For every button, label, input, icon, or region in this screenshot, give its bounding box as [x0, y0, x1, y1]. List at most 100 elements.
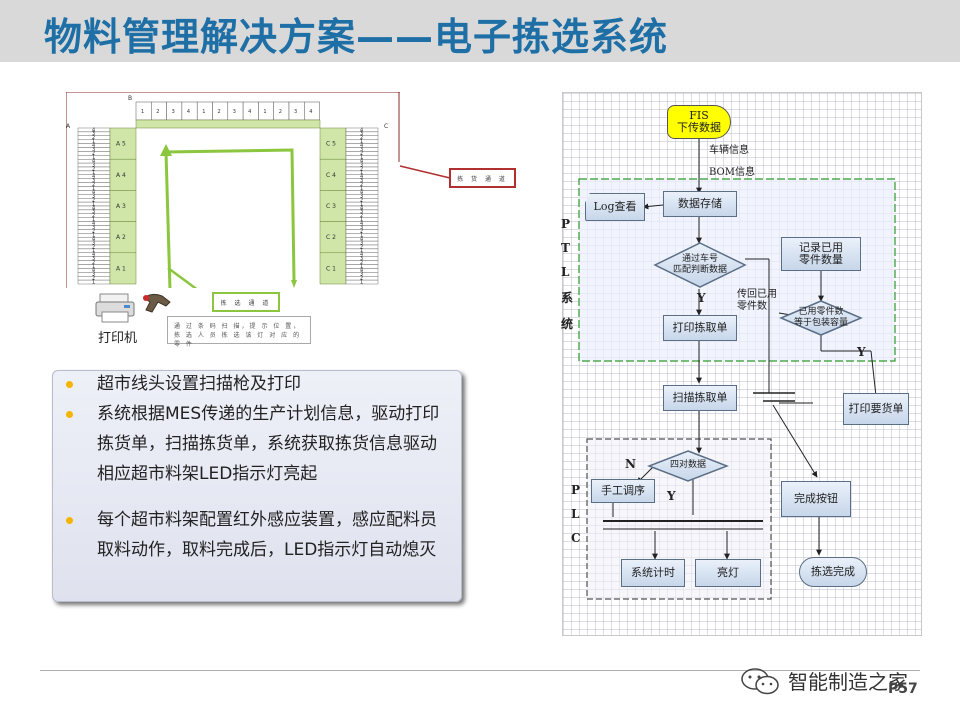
c-slot-number: 3: [360, 256, 363, 262]
c-slot-number: 4: [360, 159, 363, 165]
a-slot-number: 1: [92, 233, 95, 239]
c-slot-number: 4: [360, 174, 363, 180]
label-b: B: [128, 95, 132, 102]
c-slot-number: 2: [360, 229, 363, 235]
a-zone-column: A 5A 4A 3A 2A 1: [109, 127, 137, 285]
ptl-letter: P: [561, 217, 571, 231]
vehicle-info-label: 车辆信息: [709, 145, 749, 156]
c-slot-number: 2: [360, 182, 363, 188]
bullet-dot-icon: [66, 411, 73, 418]
c-slot-number: 2: [360, 276, 363, 282]
top-rack-number: 3: [233, 109, 236, 115]
print-order-node: 打印要货单: [843, 393, 909, 425]
a-zone-label: A 1: [116, 265, 126, 272]
bullet-text: 系统根据MES传递的生产计划信息，驱动打印拣货单，扫描拣货单，系统获取拣货信息驱…: [97, 404, 440, 484]
c-slot-number: 3: [360, 240, 363, 246]
c-slot-number: 3: [360, 272, 363, 278]
yes-label: Y: [697, 291, 706, 305]
ptl-letter: 统: [561, 317, 574, 331]
c-slot-number: 3: [360, 209, 363, 215]
c-slot-number: 3: [360, 147, 363, 153]
a-slot-number: 3: [92, 256, 95, 262]
wechat-icon: [741, 667, 779, 694]
plc-letter: P: [571, 483, 581, 497]
c-zone-label: C 2: [326, 234, 336, 241]
a-slot-number: 1: [92, 279, 95, 285]
a-slot-number: 4: [92, 190, 95, 196]
a-slot-number: 4: [92, 221, 95, 227]
a-slot-number: 3: [92, 272, 95, 278]
top-rack-number: 2: [279, 109, 282, 115]
a-zone-cell: [109, 190, 137, 222]
label-c: C: [384, 123, 388, 130]
title-bar: 物料管理解决方案——电子拣选系统: [0, 0, 960, 62]
page-title: 物料管理解决方案——电子拣选系统: [44, 15, 669, 59]
a-zone-cell: [109, 127, 137, 160]
pick-complete-node: 拣选完成: [799, 557, 867, 587]
a-slot-number: 2: [92, 260, 95, 266]
label-a: A: [66, 123, 71, 130]
a-slot-number: 1: [92, 186, 95, 192]
a-slot-number: 4: [92, 252, 95, 258]
a-slot-number: 2: [92, 276, 95, 282]
a-slot-number: 2: [92, 135, 95, 141]
brand-watermark: 智能制造之家: [740, 666, 908, 695]
c-slot-number: 4: [360, 205, 363, 211]
c-slot-number: 1: [360, 186, 363, 192]
a-slot-number: 4: [92, 237, 95, 243]
return-used-label: 传回已用 零件数: [737, 289, 777, 312]
compare-decision-shape: [779, 300, 863, 336]
fis-data-text: FIS 下传数据: [677, 109, 721, 134]
a-zone-label: A 5: [116, 141, 126, 148]
a-slot-number: 1: [92, 248, 95, 254]
pick-channel-label: 拣 选 通 道: [212, 292, 280, 312]
compare-decision-text: 已用零件数 等于包装容量: [793, 307, 848, 328]
a-slot-number: 3: [92, 240, 95, 246]
a-zone-cell: [109, 158, 137, 191]
a-slot-number: 2: [92, 198, 95, 204]
light-on-node: 亮灯: [695, 559, 761, 587]
a-slot-number: 3: [92, 209, 95, 215]
c-slot-number: 4: [360, 252, 363, 258]
fis-data-node: FIS 下传数据: [667, 105, 731, 139]
top-rack-number: 1: [202, 109, 205, 115]
c-slot-number: 2: [360, 166, 363, 172]
bullet-item: 系统根据MES传递的生产计划信息，驱动打印拣货单，扫描拣货单，系统获取拣货信息驱…: [66, 399, 447, 489]
c-zone-label: C 5: [326, 141, 336, 148]
c-slot-number: 1: [360, 217, 363, 223]
callout-connector: [399, 165, 451, 179]
top-rack-number: 1: [141, 109, 144, 115]
match-decision-shape: [653, 242, 747, 288]
yes-label: Y: [857, 345, 866, 359]
ptl-letter: 系: [561, 291, 574, 305]
ptl-letter: T: [561, 241, 570, 255]
c-slot-number: 2: [360, 244, 363, 250]
a-slot-number: 4: [92, 205, 95, 211]
top-rack-number: 2: [156, 109, 159, 115]
c-slot-number: 1: [360, 139, 363, 145]
a-slot-number: 3: [92, 225, 95, 231]
a-slot-number: 1: [92, 201, 95, 207]
c-slot-number: 1: [360, 264, 363, 270]
a-slot-number: 2: [92, 166, 95, 172]
a-slot-number: 3: [92, 147, 95, 153]
bullet-item: 超市线头设置扫描枪及打印: [66, 369, 447, 399]
print-pick-list-node: 打印拣取单: [663, 315, 737, 341]
top-rack-number: 4: [248, 109, 251, 115]
top-rack-number: 4: [309, 109, 312, 115]
flowchart: FIS 下传数据 车辆信息 BOM信息 Log查看 数据存储 通过车号 匹配判断…: [561, 92, 922, 636]
footer-divider: [40, 670, 920, 671]
plc-letter: C: [571, 531, 581, 545]
a-slot-number: 1: [92, 155, 95, 161]
a-slot-number: 2: [92, 244, 95, 250]
bullet-dot-icon: [66, 517, 73, 524]
a-slot-number: 2: [92, 213, 95, 219]
c-slot-number: 2: [360, 151, 363, 157]
scan-pick-list-node: 扫描拣取单: [663, 385, 737, 411]
pick-route-line: [164, 148, 296, 288]
c-slot-number: 1: [360, 201, 363, 207]
c-zone-cell: [319, 221, 347, 254]
a-zone-label: A 2: [116, 234, 126, 241]
